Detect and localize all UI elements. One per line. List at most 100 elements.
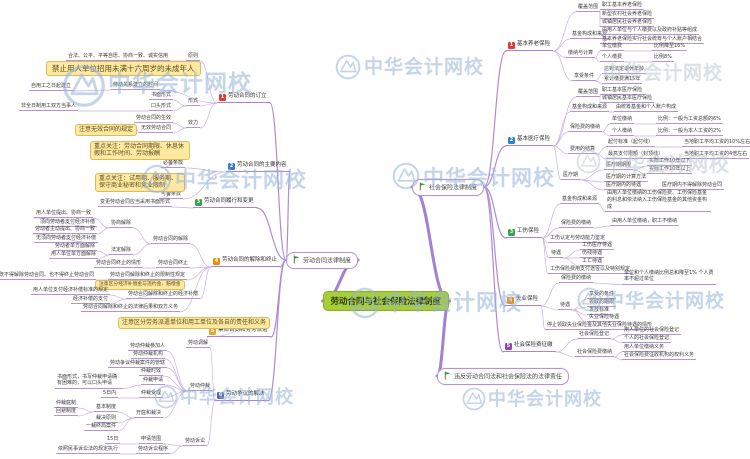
c-reg-individual[interactable]: 个人的社会保险登记	[622, 335, 672, 344]
u-stop[interactable]: 停止领取失业保险金及其他失业保险待遇的情形	[545, 322, 655, 331]
p-fund-1[interactable]: 由用人单位与个人缴费以及政府补贴等组成	[600, 27, 700, 36]
n-neg-employer-pay[interactable]: 须向劳动者支付经济补偿	[38, 219, 98, 228]
m-coverage[interactable]: 覆盖范围	[576, 89, 601, 98]
n-ending[interactable]: 劳动合同终止	[156, 260, 191, 269]
n-arb-jurisdiction[interactable]: 劳动争议仲裁案件的管辖	[108, 360, 168, 369]
n-negotiated[interactable]: 协商解除	[109, 220, 134, 229]
g-benefit-disability[interactable]: 伤残待遇	[580, 250, 605, 259]
m-premium-ind[interactable]: 个人缴纳	[610, 128, 635, 137]
p-coverage[interactable]: 覆盖范围	[576, 4, 601, 13]
m-period-benefit[interactable]: 医疗期内的待遇	[604, 182, 644, 191]
n-comp-payment[interactable]: 经济补偿的支付	[71, 296, 111, 305]
n-compensation[interactable]: 劳动合同解除和终止的经济补偿	[126, 291, 201, 300]
n-arb-participants[interactable]: 劳动仲裁参加人	[128, 343, 168, 352]
branch-social-insurance[interactable]: 社会保险法律制度	[412, 178, 485, 196]
m-deductible[interactable]: 起付标准（起付线）	[606, 139, 656, 148]
branch-labor-contract[interactable]: 劳动合同法律制度	[286, 251, 359, 269]
g-identification[interactable]: 工伤认定与劳动能力鉴定	[548, 235, 608, 244]
n-mediation[interactable]: 劳动调解	[186, 340, 211, 349]
n-form-oral-text[interactable]: 非全日制用工双方当事人	[19, 103, 79, 112]
n-hearing-basic[interactable]: 基本制度	[94, 404, 119, 413]
u-benefit-term[interactable]: 领取的期限	[587, 299, 617, 308]
g-premium[interactable]: 保险费的缴纳	[559, 220, 594, 229]
n-stat-employer[interactable]: 用人单位单方面解除	[49, 251, 99, 260]
n-rescission[interactable]: 劳动合同的解除	[151, 236, 191, 245]
n-arb-agency[interactable]: 劳动仲裁机构	[131, 351, 166, 360]
u-premium[interactable]: 保险费的缴纳	[559, 275, 594, 284]
n-ending-cases[interactable]: 劳动合同终止的情形	[94, 260, 144, 269]
n-arb-acceptance[interactable]: 仲裁受理	[139, 390, 164, 399]
u-premium-text[interactable]: 单位和个人缴纳比例总和降至1% 个人费率不超过单位	[622, 270, 716, 285]
c-pay-agency[interactable]: 社会保险费征收机构的权利义务	[622, 352, 697, 361]
n-neg-employer[interactable]: 用人单位提出、协商一致	[34, 210, 94, 219]
g-fund-text[interactable]: 由用人单位缴纳的工伤保险费、工伤保险基金的利息和依法纳入工伤保险基金的其他资金构…	[605, 190, 711, 212]
p-contrib-unit-rate[interactable]: 比例降至16%	[652, 43, 688, 52]
n-validity-effective[interactable]: 劳动合同的生效	[134, 115, 174, 124]
m-medical-period[interactable]: 医疗期	[561, 172, 581, 181]
p-coverage-2[interactable]: 新型农村社会养老保险	[600, 11, 655, 20]
m-period-calc[interactable]: 医疗期的计算方法	[604, 174, 649, 183]
n-required-terms[interactable]: 必备条款	[161, 160, 186, 169]
n-optional-note[interactable]: 重点关注：试用期、服务期、保守商业秘密和竞业限制	[95, 172, 185, 192]
n-form-oral[interactable]: 口头形式	[149, 103, 174, 112]
g-premium-text[interactable]: 由用人单位缴纳，职工不缴纳	[610, 218, 680, 227]
p-contrib-unit[interactable]: 单位缴费	[600, 43, 625, 52]
g-benefits[interactable]: 待遇	[549, 250, 564, 259]
c-payment[interactable]: 社会保险费缴纳	[575, 349, 615, 358]
m-period-term-1[interactable]: 实际工作10年以下	[647, 158, 693, 167]
n-litigation[interactable]: 劳动诉讼	[183, 438, 208, 447]
branch-legal-liability[interactable]: 违反劳动合同法和社会保险法的法律责任	[437, 367, 570, 385]
c-registration[interactable]: 社会保险登记	[577, 331, 612, 340]
g-fund[interactable]: 基金构成和来源	[560, 196, 600, 205]
n-stat-worker[interactable]: 劳动者单方面解除	[53, 243, 98, 252]
n-arbitration[interactable]: 劳动仲裁	[188, 383, 213, 392]
p-fund-2[interactable]: 基本养老保险实行社会统筹与个人账户相结合	[600, 36, 705, 45]
n-principle-note[interactable]: 禁止用人单位招用未满十六周岁的未成年人	[46, 60, 201, 76]
u-benefits[interactable]: 待遇	[558, 302, 573, 311]
n-hearing-principle[interactable]: 裁决原则	[94, 415, 119, 424]
p-contribution[interactable]: 缴纳与计算	[566, 50, 596, 59]
m-period-term-2[interactable]: 实际工作10年以上	[647, 166, 693, 175]
p-coverage-3[interactable]: 城镇居民社会养老保险	[600, 19, 655, 28]
p-fund[interactable]: 基金构成和来源	[570, 31, 610, 40]
m-coverage-2[interactable]: 城镇居民基本医疗保险	[600, 95, 655, 104]
n-neg-worker[interactable]: 劳动者主动提出、协商一致	[33, 226, 98, 235]
u-benefit-cond[interactable]: 享受的条件	[587, 291, 617, 300]
n-invalid-note[interactable]: 注意无效合同的规定	[75, 124, 138, 136]
n-hearing-final[interactable]: 一裁终局案件	[84, 423, 119, 432]
n-lit-procedure-text[interactable]: 依照民事诉讼法的规定执行	[56, 446, 121, 455]
n-form[interactable]: 形式	[186, 98, 201, 107]
n-arb-application[interactable]: 仲裁申请	[141, 377, 166, 386]
central-topic[interactable]: 劳动合同与社会保险法律制度	[322, 291, 450, 311]
n-comp-standard[interactable]: 用人单位支付经济补偿标准的规定	[31, 287, 111, 296]
n-restriction[interactable]: 劳动合同解除和终止的限制性规定	[108, 272, 188, 281]
m-coverage-1[interactable]: 职工基本医疗保险	[600, 87, 645, 96]
n-validity[interactable]: 效力	[186, 120, 201, 129]
m-premium[interactable]: 保险费的缴纳	[568, 124, 603, 133]
m-premium-unit-rate[interactable]: 比例：一般为工资总额的6%	[656, 116, 723, 125]
n-dispatch-note[interactable]: 注意区分劳务派遣单位和用工单位及各自的责任和义务	[118, 317, 271, 329]
m-premium-unit[interactable]: 单位缴纳	[610, 116, 635, 125]
p-cond-age[interactable]: 达到法定退休年龄	[602, 66, 647, 75]
n-statutory[interactable]: 法定解除	[109, 247, 134, 256]
n-lit-scope-days[interactable]: 15日	[105, 436, 121, 445]
u-benefit-treatment[interactable]: 失业保险待遇	[587, 314, 622, 323]
g-special[interactable]: 工伤保险费用支付途径以及特别规定	[548, 266, 633, 275]
c-pay-employer[interactable]: 用人单位缴纳义务	[622, 344, 667, 353]
p-contrib-ind[interactable]: 个人缴费	[600, 54, 625, 63]
n-form-written[interactable]: 书面形式	[149, 92, 174, 101]
n-basic-recusal[interactable]: 回避制度	[54, 408, 79, 417]
n-relation-time[interactable]: 劳动关系建立的时间	[111, 82, 161, 91]
c-reg-employer[interactable]: 用人单位的社会保险登记	[622, 327, 682, 336]
n-change-written[interactable]: 变更劳动合同应当采用书面形式	[98, 199, 173, 208]
